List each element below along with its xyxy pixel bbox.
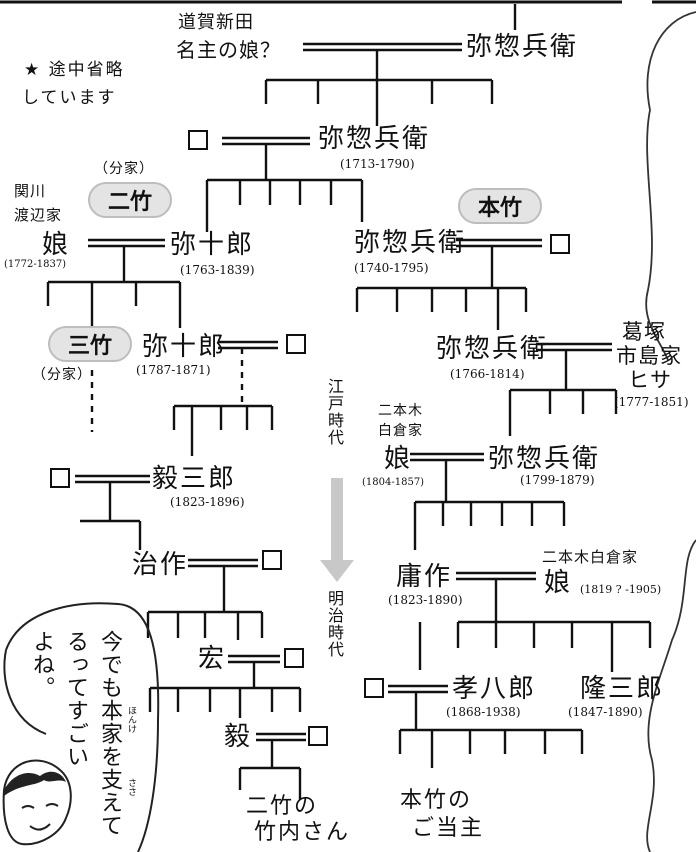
dohga-daughter: 名主の娘？: [176, 38, 281, 62]
musume-1772-years: (1772-1837): [4, 259, 67, 270]
nichiku-takeuchi-1: 二竹の: [246, 794, 319, 819]
spouse-box-jisaku: [262, 550, 282, 570]
note-line-1: ★ 途中省略: [24, 62, 125, 79]
musume-1772: 娘: [42, 230, 71, 260]
spouse-box-1787: [286, 334, 306, 354]
speech-line-2: るってすごい: [63, 630, 88, 768]
musume-1819: 娘: [544, 568, 573, 598]
hiroshi: 宏: [198, 644, 227, 674]
unknown-spouse-box: [188, 130, 208, 150]
ryuzaburo-years: (1847-1890): [568, 705, 643, 719]
shirakura-label: 白倉家: [378, 423, 423, 439]
yasobee-1713-years: (1713-1790): [340, 157, 415, 171]
yasobee-1766: 弥惣兵衛: [436, 334, 549, 364]
era-meiji: 明治時代: [325, 590, 344, 658]
ruby-sasa: ささ: [126, 778, 136, 796]
dohga-label: 道賀新田: [178, 12, 254, 33]
kisaburo-years: (1823-1896): [170, 495, 245, 509]
spouse-box-hiroshi: [284, 648, 304, 668]
honchiku-head-1: 本竹の: [400, 788, 473, 813]
watanabe-label: 渡辺家: [14, 206, 63, 224]
musume-1804-years: (1804-1857): [362, 477, 425, 488]
yosaku: 庸作: [396, 562, 453, 592]
bunke-label-2: （分家）: [32, 367, 92, 383]
hisa-label: ヒサ: [628, 368, 672, 392]
yasobee-1713: 弥惣兵衛: [318, 124, 431, 154]
musume-1804: 娘: [384, 444, 413, 474]
sekikawa-label: 関川: [14, 182, 47, 200]
kohachiro: 孝八郎: [452, 674, 537, 704]
yajuro-1763: 弥十郎: [170, 230, 255, 260]
kisaburo: 毅三郎: [152, 464, 237, 494]
spouse-box-1740: [550, 234, 570, 254]
ichijima-label: 市島家: [616, 344, 682, 368]
sanchiku-badge: 三竹: [48, 326, 132, 362]
nichiku-takeuchi-2: 竹内さん: [254, 820, 351, 845]
jisaku: 治作: [132, 550, 189, 580]
honchiku-head-2: ご当主: [412, 816, 485, 841]
kuzuzuka-label: 葛塚: [622, 320, 666, 344]
ruby-honke: ほんけ: [126, 706, 136, 733]
yasobee-1799-years: (1799-1879): [520, 473, 595, 487]
musume-1819-years: (1819 ? -1905): [580, 583, 662, 596]
yasobee-1740-years: (1740-1795): [354, 261, 429, 275]
spouse-box-kohachiro: [364, 678, 384, 698]
yasobee-top: 弥惣兵衛: [466, 32, 579, 62]
hisa-years: (1777-1851): [614, 395, 689, 409]
yasobee-1740: 弥惣兵衛: [354, 228, 467, 258]
yajuro-1787: 弥十郎: [142, 332, 227, 362]
yajuro-1787-years: (1787-1871): [136, 363, 211, 377]
yosaku-years: (1823-1890): [388, 593, 463, 607]
era-edo: 江戸時代: [325, 378, 344, 446]
ryuzaburo: 隆三郎: [580, 674, 665, 704]
nichiku-badge: 二竹: [88, 182, 172, 218]
kohachiro-years: (1868-1938): [446, 705, 521, 719]
yajuro-1763-years: (1763-1839): [180, 263, 255, 277]
honchiku-badge: 本竹: [458, 188, 542, 224]
star-icon: ★: [24, 60, 42, 80]
yasobee-1799: 弥惣兵衛: [488, 444, 601, 474]
bunke-label-1: （分家）: [94, 161, 154, 177]
speech-line-3: よね。: [29, 630, 54, 699]
note-text-1: 途中省略: [48, 60, 125, 80]
takeshi: 毅: [224, 722, 253, 752]
nihongi-label: 二本木: [378, 403, 423, 419]
note-line-2: しています: [22, 88, 117, 108]
nihongi-shirakura-label: 二本木白倉家: [542, 548, 639, 566]
spouse-box-takeshi: [308, 726, 328, 746]
speech-line-1: 今でも本家を支えて: [97, 630, 122, 837]
spouse-box-kisaburo: [50, 468, 70, 488]
yasobee-1766-years: (1766-1814): [450, 367, 525, 381]
